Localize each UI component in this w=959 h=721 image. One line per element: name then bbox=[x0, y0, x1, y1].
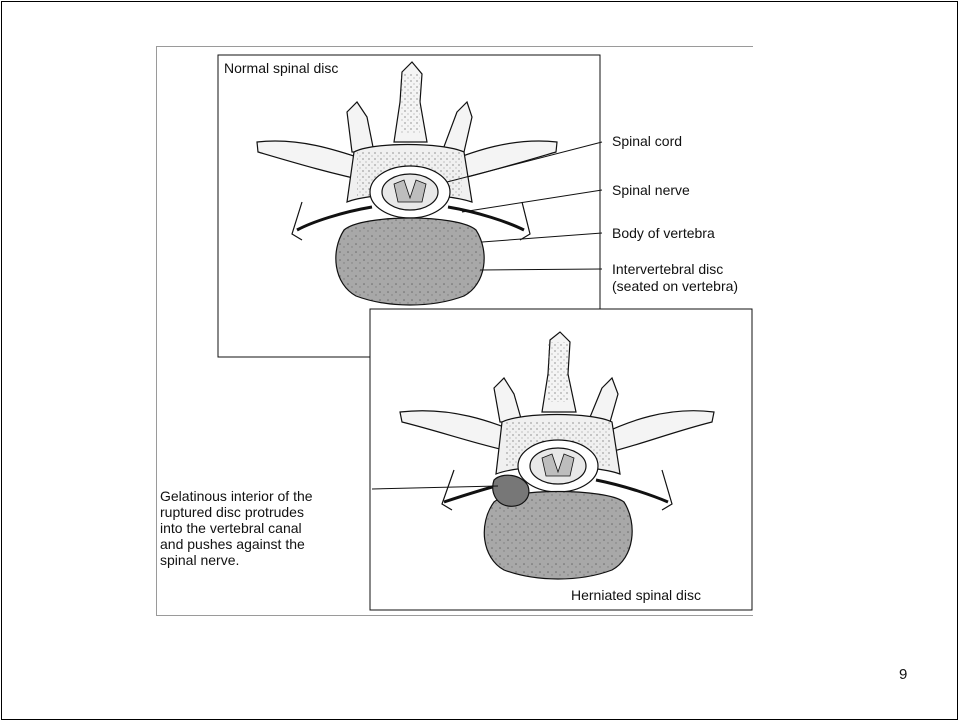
normal-panel-title: Normal spinal disc bbox=[224, 60, 338, 76]
label-body-of-vertebra: Body of vertebra bbox=[612, 225, 715, 241]
label-seated-on-vertebra: (seated on vertebra) bbox=[612, 278, 738, 294]
label-spinal-nerve: Spinal nerve bbox=[612, 182, 690, 198]
normal-vertebra bbox=[257, 62, 557, 305]
herniation-caption: Gelatinous interior of the ruptured disc… bbox=[160, 488, 313, 568]
caption-line-1: Gelatinous interior of the bbox=[160, 488, 313, 504]
label-spinal-cord: Spinal cord bbox=[612, 133, 682, 149]
caption-line-4: and pushes against the bbox=[160, 536, 313, 552]
normal-disc bbox=[336, 218, 484, 305]
intervertebral-label-clip: Intervertebral disc (seated on vertebra) bbox=[606, 261, 752, 297]
disc-protrusion bbox=[493, 475, 529, 506]
caption-line-5: spinal nerve. bbox=[160, 552, 313, 568]
page-number: 9 bbox=[899, 666, 907, 683]
label-intervertebral-disc: Intervertebral disc bbox=[612, 261, 723, 277]
caption-line-3: into the vertebral canal bbox=[160, 520, 313, 536]
herniated-panel-title: Herniated spinal disc bbox=[571, 587, 701, 603]
caption-line-2: ruptured disc protrudes bbox=[160, 504, 313, 520]
